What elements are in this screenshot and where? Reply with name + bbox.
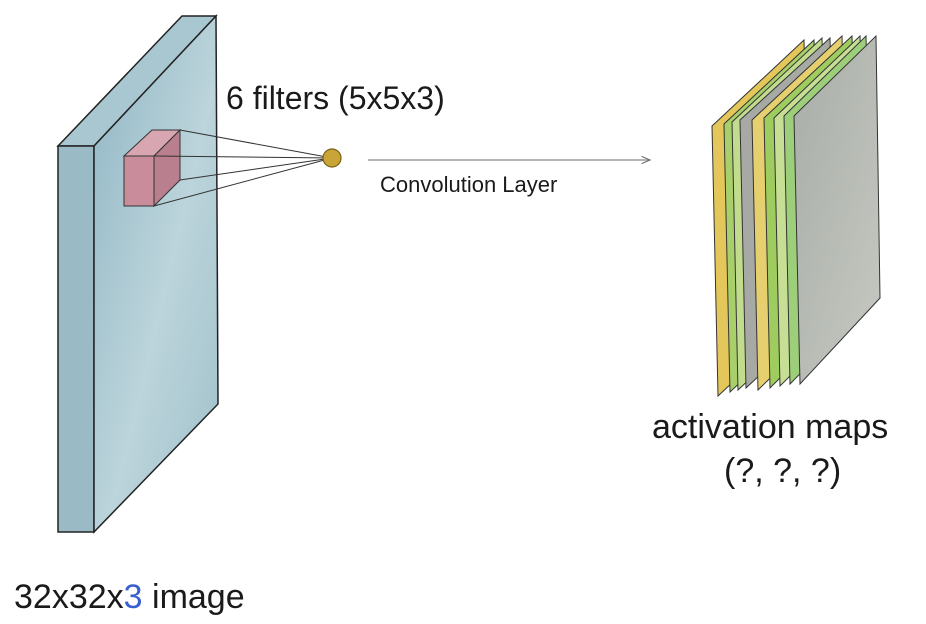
input-image-label: 32x32x3 image: [14, 578, 245, 617]
input-volume-front-face: [93, 14, 219, 534]
filters-label: 6 filters (5x5x3): [226, 80, 445, 116]
connection-line: [179, 129, 333, 159]
image-word-text: image: [142, 578, 245, 616]
connection-line: [179, 157, 333, 181]
activation-maps-stack: [711, 34, 881, 398]
activation-maps-label: activation maps: [652, 408, 889, 446]
input-volume: [56, 14, 219, 534]
image-depth-text: 3: [123, 578, 143, 616]
input-volume-left-face: [57, 145, 95, 533]
activation-map-9: [793, 34, 881, 386]
filter-connections: [153, 129, 333, 207]
filter-cube-front: [123, 155, 155, 207]
convolution-layer-label: Convolution Layer: [380, 172, 558, 197]
filter-cube: [122, 128, 182, 208]
activation-shape-label: (?, ?, ?): [724, 452, 842, 490]
connection-line: [153, 157, 333, 207]
connection-line: [153, 155, 333, 159]
image-size-text: 32x32x: [14, 578, 124, 616]
neuron-dot: [322, 148, 342, 168]
